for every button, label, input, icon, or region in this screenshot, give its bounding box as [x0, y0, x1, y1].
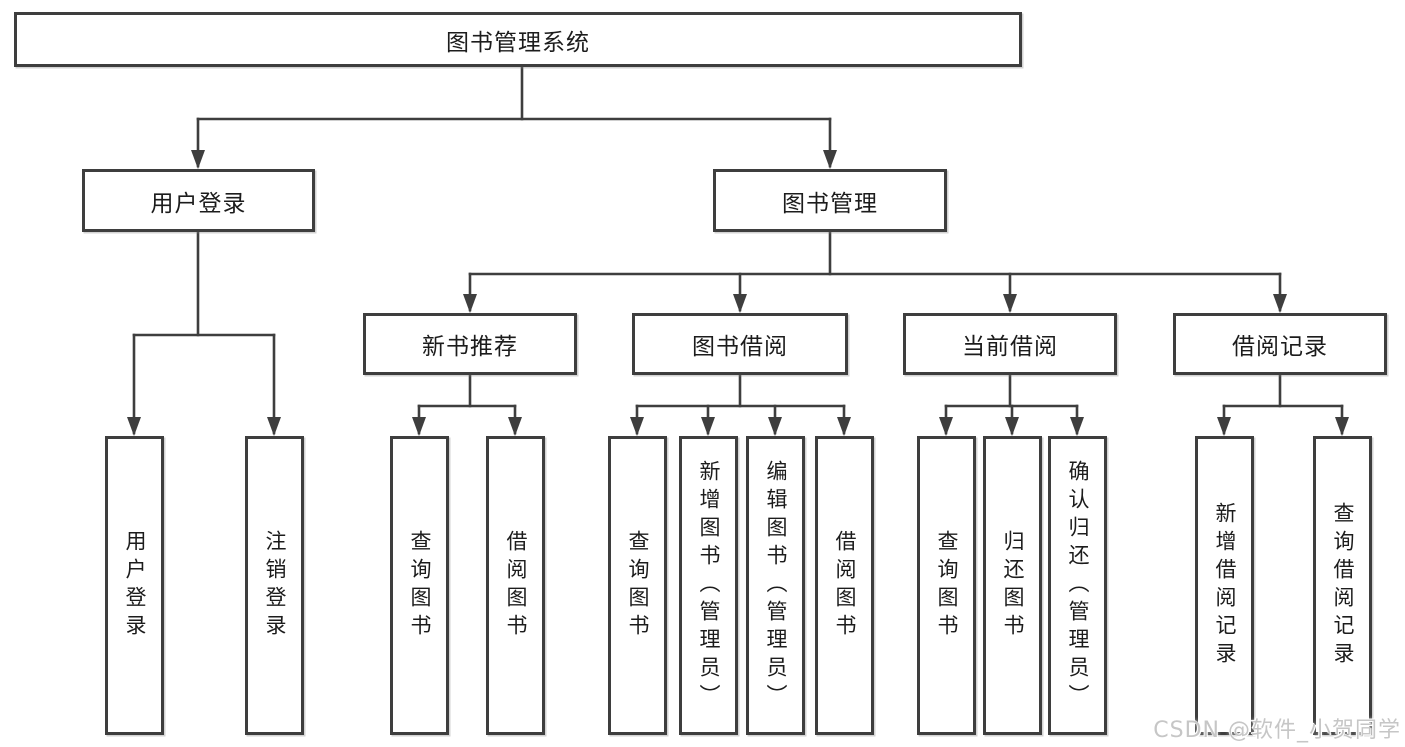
- node-label: 确认归还（管理员）: [1066, 459, 1090, 712]
- csdn-watermark: CSDN @软件_小贺同学: [1153, 718, 1401, 743]
- leaf-borrowing-add-books-admin: 新增图书（管理员）: [679, 436, 738, 735]
- node-borrowing-records: 借阅记录: [1173, 313, 1387, 375]
- node-label: 用户登录: [123, 529, 147, 642]
- leaf-borrowing-query-books: 查询图书: [608, 436, 667, 735]
- node-label: 借阅图书: [833, 529, 857, 642]
- node-label: 归还图书: [1001, 529, 1025, 642]
- node-book-management: 图书管理: [713, 169, 947, 232]
- node-label: 编辑图书（管理员）: [764, 459, 788, 712]
- leaf-current-confirm-return-admin: 确认归还（管理员）: [1048, 436, 1107, 735]
- node-label: 借阅记录: [1232, 334, 1328, 360]
- leaf-current-return-books: 归还图书: [983, 436, 1042, 735]
- node-label: 图书借阅: [692, 334, 788, 360]
- leaf-borrowing-edit-books-admin: 编辑图书（管理员）: [746, 436, 805, 735]
- leaf-records-query-record: 查询借阅记录: [1313, 436, 1372, 735]
- node-book-borrowing: 图书借阅: [632, 313, 848, 375]
- leaf-current-query-books: 查询图书: [917, 436, 976, 735]
- node-current-borrowing: 当前借阅: [903, 313, 1117, 375]
- node-label: 新书推荐: [422, 334, 518, 360]
- node-label: 新增图书（管理员）: [697, 459, 721, 712]
- leaf-user-login: 用户登录: [105, 436, 164, 735]
- node-label: 查询借阅记录: [1331, 501, 1355, 670]
- node-label: 当前借阅: [962, 334, 1058, 360]
- leaf-logout-login: 注销登录: [245, 436, 304, 735]
- node-label: 用户登录: [150, 190, 247, 217]
- node-label: 查询图书: [935, 529, 959, 642]
- node-label: 注销登录: [263, 529, 287, 642]
- leaf-recommend-query-books: 查询图书: [390, 436, 449, 735]
- leaf-records-add-record: 新增借阅记录: [1195, 436, 1254, 735]
- node-label: 借阅图书: [504, 529, 528, 642]
- node-label: 查询图书: [626, 529, 650, 642]
- leaf-recommend-borrow-books: 借阅图书: [486, 436, 545, 735]
- node-library-system: 图书管理系统: [14, 12, 1022, 67]
- node-user-login: 用户登录: [82, 169, 315, 232]
- leaf-borrowing-borrow-books: 借阅图书: [815, 436, 874, 735]
- node-label: 新增借阅记录: [1213, 501, 1237, 670]
- node-label: 图书管理系统: [446, 29, 590, 56]
- node-new-book-recommendation: 新书推荐: [363, 313, 577, 375]
- node-label: 图书管理: [782, 190, 878, 217]
- node-label: 查询图书: [408, 529, 432, 642]
